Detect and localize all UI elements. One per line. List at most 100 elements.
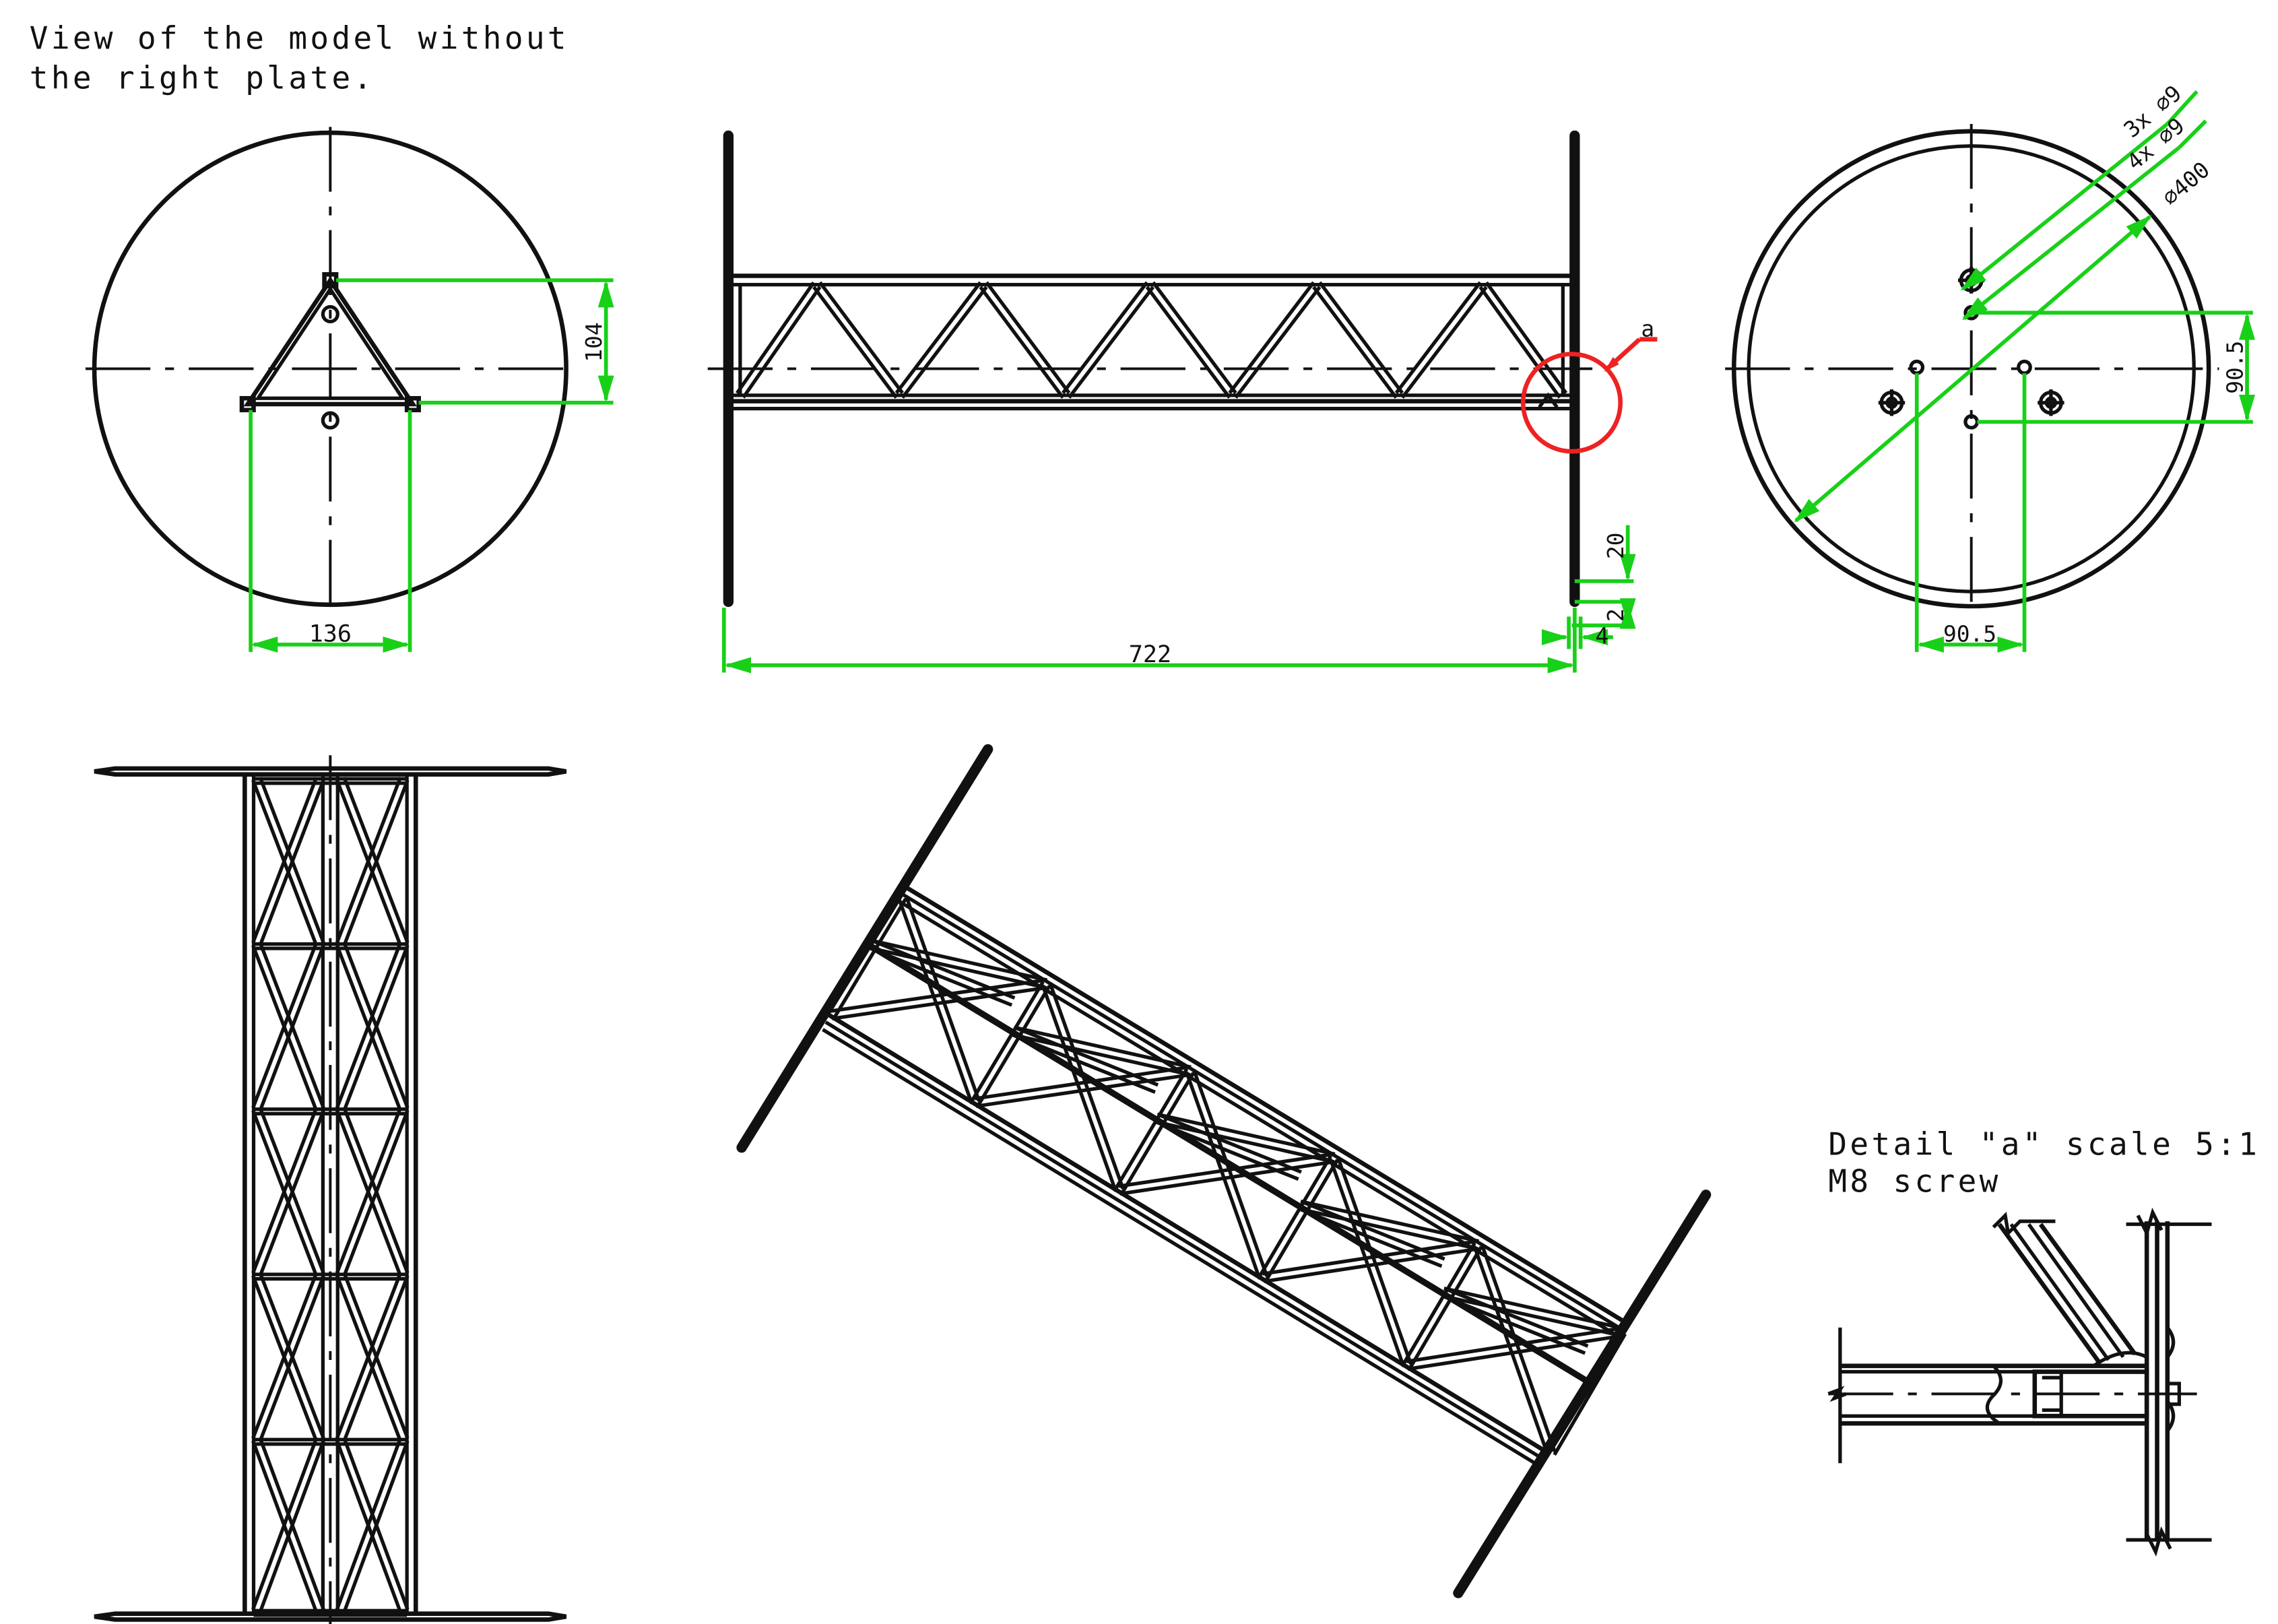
truss-member [1408, 1245, 1483, 1369]
truss-member [1394, 281, 1482, 395]
truss-member [1407, 1334, 1623, 1371]
truss-member [335, 1107, 402, 1274]
truss-member [1114, 1068, 1189, 1190]
detail-a-view: Detail "a" scale 5:1 M8 screw [1827, 1126, 2260, 1557]
detail-a-circle [1520, 352, 1623, 454]
right-end-view: 90.5 90.5 3x ⌀9 4x ⌀9 ⌀400 [1725, 80, 2255, 653]
truss-member [812, 286, 898, 399]
truss-member [251, 1272, 319, 1439]
top-plate [94, 766, 567, 777]
truss-member [1336, 1156, 1413, 1365]
dimension-104: 104 [336, 278, 614, 405]
detail-a-label: a [1641, 316, 1654, 342]
truss-member [1441, 1294, 1586, 1355]
truss-member [868, 946, 1046, 989]
iso-left-plate [736, 744, 994, 1153]
detail-note-line1: Detail "a" scale 5:1 [1828, 1126, 2260, 1163]
truss-member [335, 1437, 402, 1611]
truss-member [824, 1020, 1547, 1462]
detail-diagonal [1992, 1211, 2176, 1432]
truss-member [977, 985, 1051, 1105]
truss-member [335, 942, 402, 1109]
truss-member [831, 978, 1046, 1013]
view-note-line2: the right plate. [30, 59, 375, 96]
truss-member [1151, 281, 1237, 395]
truss-member [1478, 286, 1561, 399]
truss-member [258, 1109, 325, 1276]
truss-member [1068, 286, 1155, 399]
truss-lacing [736, 281, 1568, 399]
truss-member [897, 897, 974, 1105]
truss-member [258, 1275, 325, 1442]
truss-member [1406, 1326, 1622, 1363]
bottom-plate [94, 1611, 567, 1622]
truss-member [335, 1272, 402, 1439]
truss-member [1048, 981, 1125, 1190]
hole-leaders: 3x ⌀9 4x ⌀9 ⌀400 [1794, 80, 2215, 523]
truss-member [258, 779, 325, 946]
truss-member [1062, 281, 1148, 395]
front-elevation-view: a 722 20 2 4 [707, 130, 1658, 674]
truss-member [894, 281, 982, 395]
truss-member [1443, 1287, 1589, 1348]
truss-member [1157, 1112, 1336, 1157]
detail-chord [1827, 1327, 2197, 1464]
truss-member [1553, 1332, 1627, 1456]
truss-member [1297, 1206, 1443, 1268]
truss-member [1300, 1200, 1445, 1261]
truss-member [901, 286, 988, 399]
iso-truss-body [822, 883, 1627, 1470]
truss-member [1013, 1025, 1192, 1069]
view-note-line1: View of the model without [30, 20, 569, 56]
truss-member [1258, 1155, 1332, 1277]
truss-member [1262, 1239, 1478, 1276]
truss-member [1041, 984, 1117, 1192]
truss-member [1546, 1329, 1621, 1452]
truss-member [342, 1109, 410, 1276]
isometric-view [736, 744, 1712, 1598]
truss-member [979, 286, 1065, 399]
truss-member [1318, 281, 1404, 395]
truss-member [870, 938, 1048, 982]
truss-member [1157, 1113, 1302, 1174]
truss-member [898, 890, 1620, 1330]
truss-member [827, 1012, 1550, 1455]
dimension-4: 4 [1541, 616, 1613, 649]
truss-member [1011, 1033, 1156, 1094]
truss-member [1014, 1025, 1159, 1087]
truss-member [1443, 1287, 1623, 1330]
truss-member [975, 1072, 1192, 1108]
truss-member [335, 777, 402, 944]
truss-member [342, 944, 410, 1111]
dimension-722-text: 722 [1129, 641, 1171, 668]
truss-member [1118, 1152, 1334, 1188]
truss-member [1265, 1159, 1339, 1281]
truss-member [342, 779, 410, 946]
truss-member [818, 281, 904, 395]
truss-member [1155, 1119, 1334, 1164]
truss-member [1400, 286, 1488, 399]
top-view [94, 755, 567, 1624]
dimension-20: 20 [1574, 525, 1636, 604]
detail-a-callout: a [1520, 316, 1658, 454]
truss-member [904, 895, 981, 1102]
truss-member [869, 942, 1588, 1381]
truss-member [832, 985, 1047, 1020]
truss-member [1312, 286, 1398, 399]
truss-chords [732, 273, 1571, 411]
truss-member [251, 942, 319, 1109]
dimension-722: 722 [721, 608, 1577, 674]
truss-member [1300, 1199, 1480, 1243]
truss-member [1328, 1159, 1406, 1367]
dimension-90-5-horizontal-text: 90.5 [1943, 622, 1996, 647]
truss-member [742, 286, 822, 399]
dimension-136: 136 [249, 410, 412, 653]
top-view-chords [242, 774, 418, 1614]
truss-member [1480, 1243, 1557, 1452]
truss-member [1441, 1294, 1622, 1338]
truss-member [1119, 1160, 1335, 1196]
dimension-104-text: 104 [581, 322, 607, 362]
truss-member [258, 944, 325, 1111]
truss-member [1299, 1207, 1478, 1251]
truss-member [1263, 1247, 1479, 1284]
